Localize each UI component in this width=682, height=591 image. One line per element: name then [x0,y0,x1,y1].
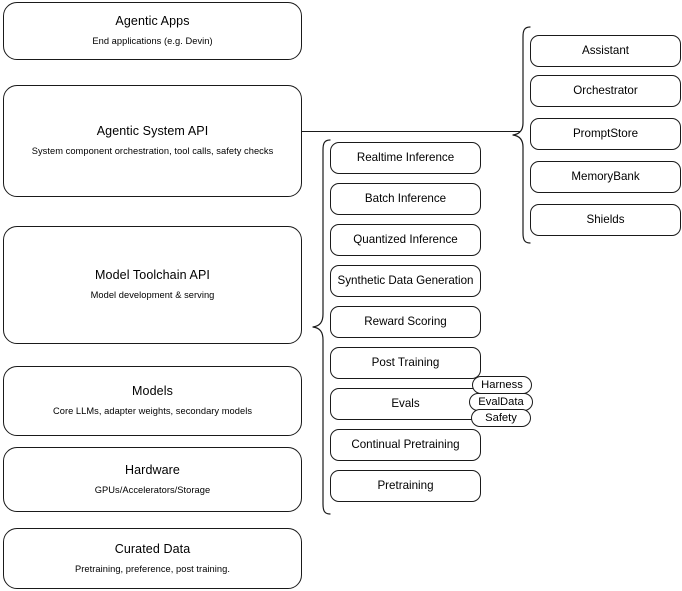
layer-subtitle: Model development & serving [90,290,215,300]
component-box-continual-pretraining[interactable]: Continual Pretraining [330,429,481,461]
layer-box-agentic-apps[interactable]: Agentic Apps End applications (e.g. Devi… [3,2,302,60]
component-label: Assistant [581,43,630,57]
evals-tag-harness[interactable]: Harness [472,376,532,394]
component-box-evals[interactable]: Evals [330,388,481,420]
component-box-promptstore[interactable]: PromptStore [530,118,681,150]
connector-system-api-to-components [302,131,520,133]
component-label: Evals [391,396,420,410]
component-box-reward-scoring[interactable]: Reward Scoring [330,306,481,338]
component-label: Quantized Inference [353,232,458,246]
component-label: Reward Scoring [364,314,447,328]
component-box-memorybank[interactable]: MemoryBank [530,161,681,193]
layer-box-agentic-system-api[interactable]: Agentic System API System component orch… [3,85,302,197]
component-box-realtime-inference[interactable]: Realtime Inference [330,142,481,174]
evals-tag-safety[interactable]: Safety [471,409,531,427]
layer-box-curated-data[interactable]: Curated Data Pretraining, preference, po… [3,528,302,589]
component-box-assistant[interactable]: Assistant [530,35,681,67]
component-label: Orchestrator [573,83,638,97]
evals-tag-label: Safety [485,412,517,424]
layer-subtitle: Core LLMs, adapter weights, secondary mo… [52,406,253,416]
component-box-post-training[interactable]: Post Training [330,347,481,379]
layer-title: Agentic System API [96,124,209,139]
layer-title: Hardware [125,462,180,477]
evals-tag-label: EvalData [478,396,524,408]
brace-toolchain-components [312,139,331,515]
component-box-orchestrator[interactable]: Orchestrator [530,75,681,107]
layer-box-models[interactable]: Models Core LLMs, adapter weights, secon… [3,366,302,436]
layer-title: Curated Data [114,541,191,556]
layer-title: Agentic Apps [115,14,190,29]
component-label: Pretraining [377,478,434,492]
layer-title: Model Toolchain API [95,268,210,283]
component-label: Batch Inference [364,191,447,205]
component-label: Shields [586,212,625,226]
layer-subtitle: Pretraining, preference, post training. [75,563,230,574]
layer-subtitle: End applications (e.g. Devin) [92,36,213,46]
component-label: Synthetic Data Generation [337,273,474,287]
component-label: Continual Pretraining [351,437,460,451]
component-box-shields[interactable]: Shields [530,204,681,236]
component-label: MemoryBank [571,169,640,183]
brace-system-components [512,26,531,244]
component-label: PromptStore [572,126,639,140]
component-box-pretraining[interactable]: Pretraining [330,470,481,502]
layer-box-hardware[interactable]: Hardware GPUs/Accelerators/Storage [3,447,302,512]
component-box-synthetic-data-generation[interactable]: Synthetic Data Generation [330,265,481,297]
layer-title: Models [132,384,173,399]
component-label: Post Training [371,355,440,369]
evals-tag-label: Harness [481,379,523,391]
layer-subtitle: System component orchestration, tool cal… [31,146,274,156]
component-label: Realtime Inference [356,150,455,164]
layer-box-model-toolchain-api[interactable]: Model Toolchain API Model development & … [3,226,302,344]
component-box-batch-inference[interactable]: Batch Inference [330,183,481,215]
layer-subtitle: GPUs/Accelerators/Storage [94,484,211,495]
component-box-quantized-inference[interactable]: Quantized Inference [330,224,481,256]
